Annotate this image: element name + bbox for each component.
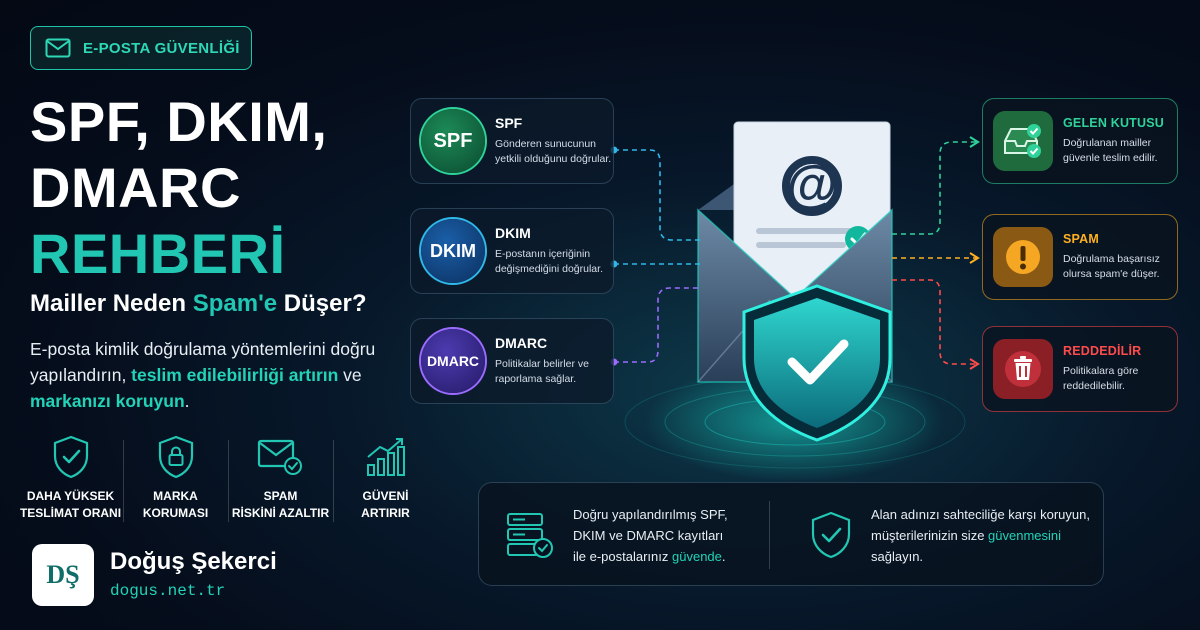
result-desc-line-1: Doğrulama başarısız	[1063, 253, 1160, 265]
at-symbol: @	[787, 156, 838, 214]
description: E-posta kimlik doğrulama yöntemlerini do…	[30, 336, 420, 414]
dmarc-badge-text: DMARC	[426, 353, 480, 369]
protocol-description: E-postanın içeriğinin değişmediğini doğru…	[495, 247, 603, 277]
protocol-card-dmarc: DMARC DMARC Politikalar belirler ve rapor…	[410, 318, 614, 404]
envelope-icon	[45, 38, 71, 58]
description-part-2: ve	[338, 365, 362, 385]
result-title: GELEN KUTUSU	[1063, 116, 1165, 130]
info-divider	[769, 501, 770, 569]
protocol-card-spf: SPF SPF Gönderen sunucunun yetkili olduğu…	[410, 98, 614, 184]
info-left-line-2: DKIM ve DMARC kayıtları	[573, 527, 724, 543]
badge-label: E-POSTA GÜVENLİĞİ	[83, 39, 240, 57]
feature-item: SPAM RİSKİNİ AZALTIR	[228, 432, 333, 532]
feature-item: GÜVENİ ARTIRIR	[333, 432, 438, 532]
result-desc-line-2: güvenle teslim edilir.	[1063, 152, 1158, 164]
server-check-icon	[507, 513, 553, 558]
lock-shield-icon	[158, 435, 193, 479]
protocol-title: DMARC	[495, 335, 548, 351]
info-right-line-1: Alan adınızı sahteciliğe karşı koruyun,	[871, 506, 1090, 522]
result-desc-line-2: reddedilebilir.	[1063, 380, 1125, 392]
protocol-title: DKIM	[495, 225, 531, 241]
info-left-line-3: ile e-postalarınız	[573, 548, 672, 564]
subtitle-before: Mailler Neden	[30, 290, 193, 317]
spf-badge-text: SPF	[433, 129, 473, 152]
protocol-card-dkim: DKIM DKIM E-postanın içeriğinin değişmedi…	[410, 208, 614, 294]
info-left-line-1: Doğru yapılandırılmış SPF,	[573, 506, 728, 522]
feature-label-line-1: GÜVENİ	[362, 489, 409, 503]
growth-chart-icon	[366, 438, 405, 476]
dkim-badge-text: DKIM	[430, 240, 476, 261]
info-right-text: Alan adınızı sahteciliğe karşı koruyun, …	[871, 504, 1090, 567]
protocol-desc-line-2: yetkili olduğunu doğrular.	[495, 153, 612, 165]
result-desc-line-2: olursa spam'e düşer.	[1063, 268, 1160, 280]
category-badge: E-POSTA GÜVENLİĞİ	[30, 26, 252, 70]
envelope-shield-illustration: @	[624, 121, 966, 480]
result-description: Politikalara göre reddedilebilir.	[1063, 364, 1141, 394]
description-highlight-1: teslim edilebilirliği artırın	[131, 365, 339, 385]
info-right-line-3: sağlayın.	[871, 548, 924, 564]
feature-label-line-1: SPAM	[263, 489, 298, 503]
feature-label-line-2: TESLİMAT ORANI	[19, 506, 122, 520]
feature-label-line-2: RİSKİNİ AZALTIR	[231, 506, 330, 520]
mail-check-icon	[257, 439, 302, 475]
protocol-description: Politikalar belirler ve raporlama sağlar.	[495, 357, 589, 387]
result-title: SPAM	[1063, 232, 1099, 246]
brand-url[interactable]: dogus.net.tr	[110, 582, 226, 600]
inbox-check-icon	[993, 111, 1053, 171]
info-right: Alan adınızı sahteciliğe karşı koruyun, …	[809, 483, 1090, 587]
feature-label-line-1: DAHA YÜKSEK	[26, 489, 115, 503]
shield-check-icon	[811, 511, 851, 559]
result-title: REDDEDİLİR	[1063, 344, 1142, 358]
result-description: Doğrulanan mailler güvenle teslim edilir.	[1063, 136, 1164, 166]
info-left: Doğru yapılandırılmış SPF, DKIM ve DMARC…	[505, 483, 728, 587]
result-desc-line-1: Politikalara göre	[1063, 365, 1139, 377]
protocol-desc-line-1: E-postanın içeriğinin	[495, 248, 591, 260]
brand-logo: DŞ	[32, 544, 94, 606]
protocol-title: SPF	[495, 115, 523, 131]
result-card-inbox: GELEN KUTUSU Doğrulanan mailler güvenle t…	[982, 98, 1178, 184]
protocol-desc-line-1: Politikalar belirler ve	[495, 358, 589, 370]
protocol-desc-line-2: raporlama sağlar.	[495, 373, 577, 385]
info-box: Doğru yapılandırılmış SPF, DKIM ve DMARC…	[478, 482, 1104, 586]
dmarc-badge: DMARC	[421, 329, 485, 393]
dkim-badge: DKIM	[421, 219, 485, 283]
feature-item: MARKA KORUMASI	[123, 432, 228, 532]
result-card-rejected: REDDEDİLİR Politikalara göre reddedilebil…	[982, 326, 1178, 412]
feature-item: DAHA YÜKSEK TESLİMAT ORANI	[18, 432, 123, 532]
title-line-1: SPF, DKIM,	[30, 90, 328, 153]
result-desc-line-1: Doğrulanan mailler	[1063, 137, 1152, 149]
info-right-line-2: müşterilerinizin size	[871, 527, 989, 543]
protocol-desc-line-1: Gönderen sunucunun	[495, 138, 596, 150]
warning-icon	[993, 227, 1053, 287]
description-highlight-2: markanızı koruyun	[30, 391, 185, 411]
subtitle: Mailler Neden Spam'e Düşer?	[30, 290, 367, 318]
shield-check-icon	[53, 435, 88, 479]
info-left-highlight: güvende	[672, 548, 722, 564]
feature-label-line-2: ARTIRIR	[361, 506, 410, 520]
info-left-line-3-end: .	[721, 548, 726, 564]
feature-label-line-1: MARKA	[153, 489, 198, 503]
info-right-highlight: güvenmesini	[988, 527, 1062, 543]
title-line-3: REHBERİ	[30, 222, 286, 285]
result-description: Doğrulama başarısız olursa spam'e düşer.	[1063, 252, 1160, 282]
title-line-2: DMARC	[30, 156, 241, 219]
info-left-text: Doğru yapılandırılmış SPF, DKIM ve DMARC…	[573, 504, 728, 567]
feature-label-line-2: KORUMASI	[142, 506, 209, 520]
protocol-description: Gönderen sunucunun yetkili olduğunu doğru…	[495, 137, 611, 167]
description-part-3: .	[184, 391, 190, 411]
result-card-spam: SPAM Doğrulama başarısız olursa spam'e dü…	[982, 214, 1178, 300]
spf-badge: SPF	[421, 109, 485, 173]
description-part-1: E-posta kimlik doğrulama yöntemlerini do…	[30, 339, 376, 385]
protocol-desc-line-2: değişmediğini doğrular.	[495, 263, 603, 275]
subtitle-highlight: Spam'e	[192, 290, 278, 317]
brand-name: Doğuş Şekerci	[110, 548, 277, 575]
brand-logo-text: DŞ	[46, 560, 80, 589]
subtitle-after: Düşer?	[277, 290, 367, 317]
trash-icon	[993, 339, 1053, 399]
